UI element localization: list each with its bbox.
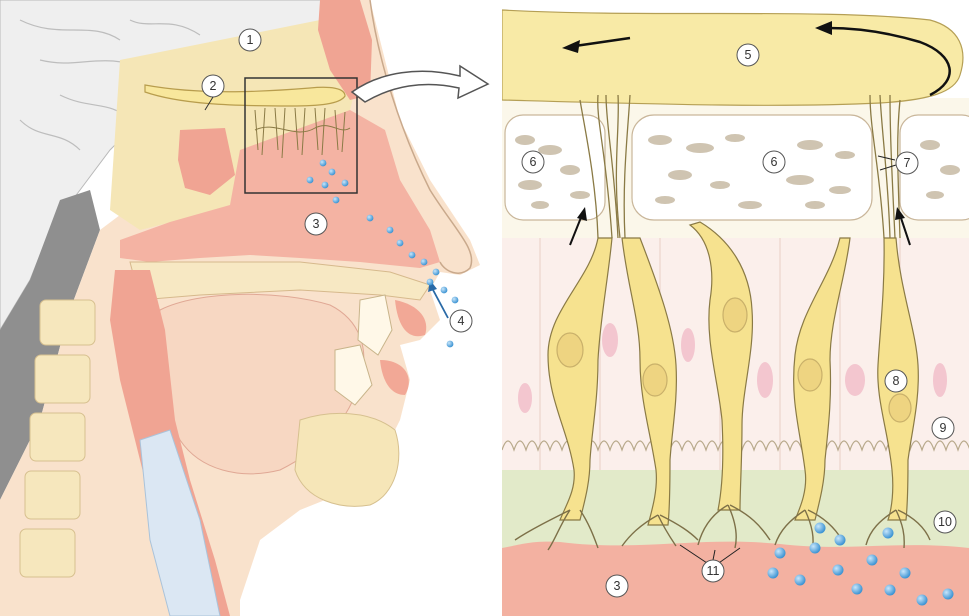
mandible	[295, 413, 399, 506]
callout-3-left-text: 3	[313, 217, 320, 231]
callout-6-right: 6	[763, 151, 785, 173]
callout-11: 11	[702, 560, 724, 582]
callout-10-text: 10	[938, 515, 952, 529]
neuron-2-nucleus	[643, 364, 667, 396]
callout-3-right: 3	[606, 575, 628, 597]
callout-5: 5	[737, 44, 759, 66]
callout-9: 9	[932, 417, 954, 439]
callout-1-text: 1	[247, 33, 254, 47]
neuron-1-nucleus	[557, 333, 583, 367]
olfactory-epithelium-detail	[502, 0, 969, 616]
callout-3-left: 3	[305, 213, 327, 235]
callout-9-text: 9	[940, 421, 947, 435]
callout-6-left-text: 6	[530, 155, 537, 169]
olfactory-bulb	[502, 10, 963, 105]
neuron-4-nucleus	[798, 359, 822, 391]
callout-6-right-text: 6	[771, 155, 778, 169]
callout-4: 4	[450, 310, 472, 332]
callout-1: 1	[239, 29, 261, 51]
callout-6-left: 6	[522, 151, 544, 173]
callout-8: 8	[885, 370, 907, 392]
callout-5-text: 5	[745, 48, 752, 62]
head-sagittal-section	[0, 0, 488, 616]
callout-8-text: 8	[893, 374, 900, 388]
callout-4-text: 4	[458, 314, 465, 328]
neuron-3-nucleus	[723, 298, 747, 332]
callout-10: 10	[934, 511, 956, 533]
callout-3-right-text: 3	[614, 579, 621, 593]
neuron-5-nucleus	[889, 394, 911, 422]
callout-7: 7	[896, 152, 918, 174]
callout-11-text: 11	[707, 564, 720, 578]
callout-7-text: 7	[904, 156, 911, 170]
callout-2-text: 2	[210, 79, 217, 93]
